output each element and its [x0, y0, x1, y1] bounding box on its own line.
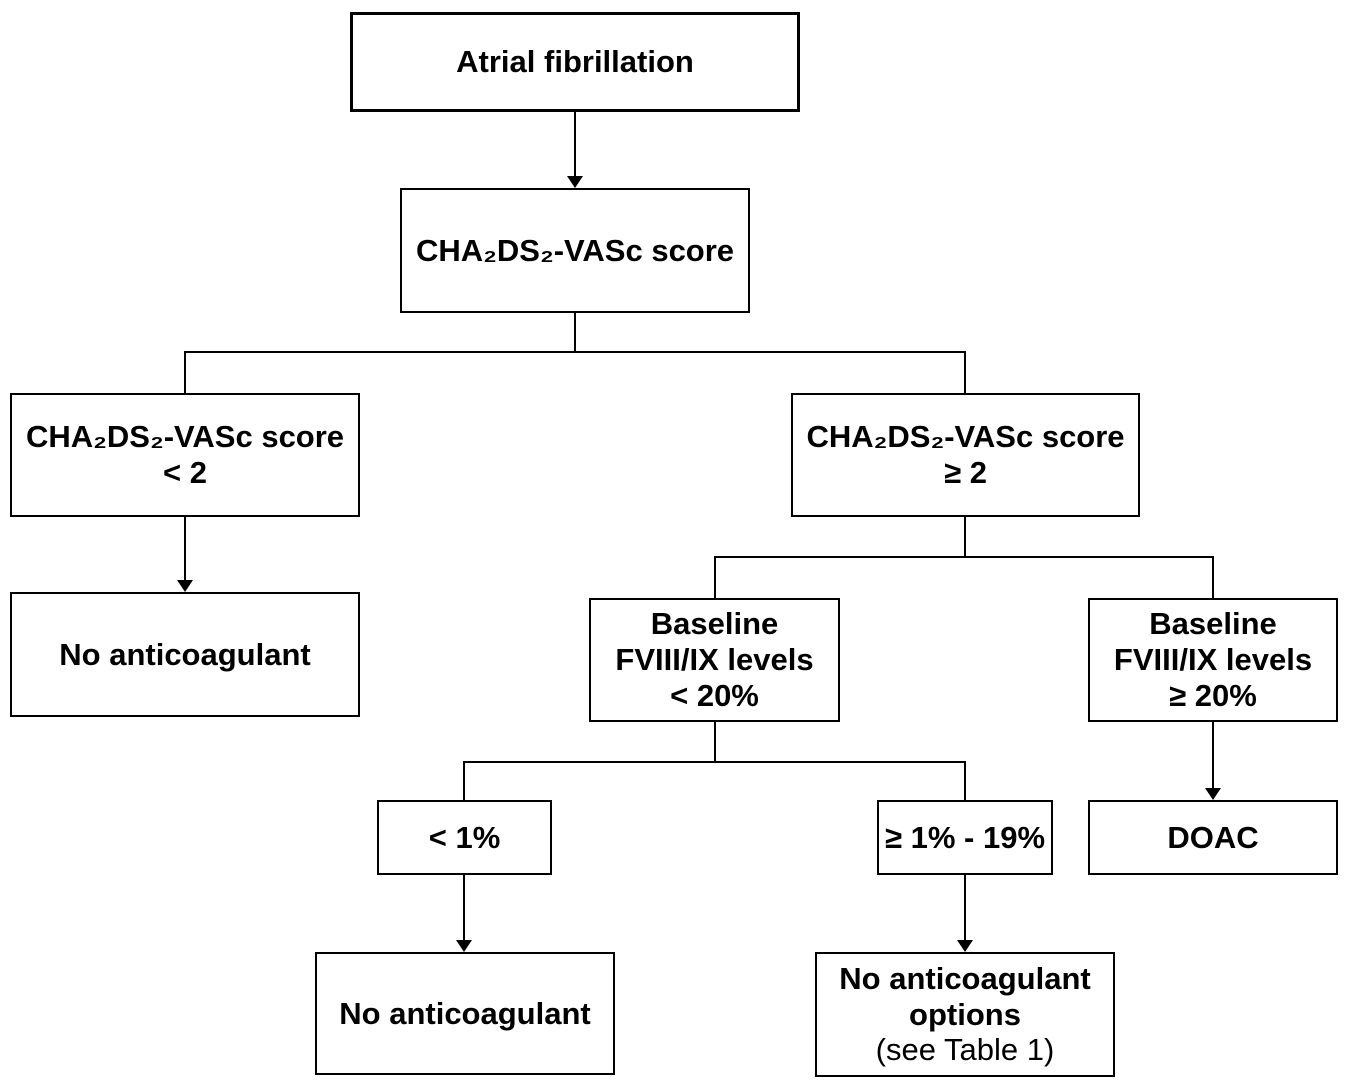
- arrowhead-af-score: [567, 176, 583, 188]
- node-lt1-percent-label: < 1%: [428, 819, 501, 855]
- node-no-anticoagulant-options-line1: No anticoagulant: [839, 960, 1091, 996]
- node-baseline-ge20: Baseline FVIII/IX levels ≥ 20%: [1088, 598, 1338, 722]
- node-no-anticoagulant-left: No anticoagulant: [10, 592, 360, 717]
- connector-ge1-19-options: [964, 875, 966, 940]
- node-chadsvasc-score-label: CHA₂DS₂-VASc score: [415, 232, 735, 268]
- node-atrial-fibrillation-label: Atrial fibrillation: [456, 44, 694, 80]
- node-chadsvasc-lt2-line2: < 2: [163, 455, 207, 490]
- arrowhead-lt2-noanticoag: [177, 580, 193, 592]
- arrowhead-lt1-noanticoag: [456, 940, 472, 952]
- node-ge1-19-percent-label: ≥ 1% - 19%: [884, 819, 1046, 855]
- arrowhead-ge1-19-options: [957, 940, 973, 952]
- connector-baseline-lt20-stub: [714, 722, 716, 763]
- node-chadsvasc-lt2-line1: CHA₂DS₂-VASc score: [25, 419, 345, 455]
- node-baseline-lt20-line3: < 20%: [670, 677, 759, 713]
- connector-baseline-branch-horizontal: [714, 556, 1214, 558]
- node-baseline-lt20-line1: Baseline: [650, 606, 779, 642]
- node-baseline-ge20-line2: FVIII/IX levels: [1113, 642, 1313, 678]
- node-baseline-ge20-line3: ≥ 20%: [1169, 677, 1257, 713]
- node-no-anticoagulant-bottom-label: No anticoagulant: [339, 995, 591, 1031]
- connector-score-stub: [574, 313, 576, 353]
- connector-branch-baseline-ge20: [1212, 556, 1214, 598]
- node-chadsvasc-ge2-line2: ≥ 2: [944, 455, 987, 490]
- node-baseline-lt20: Baseline FVIII/IX levels < 20%: [589, 598, 840, 722]
- node-lt1-percent: < 1%: [377, 800, 552, 875]
- connector-percent-branch-horizontal: [463, 761, 966, 763]
- node-ge1-19-percent: ≥ 1% - 19%: [877, 800, 1053, 875]
- node-atrial-fibrillation: Atrial fibrillation: [350, 12, 800, 112]
- node-no-anticoagulant-left-label: No anticoagulant: [59, 636, 311, 672]
- node-baseline-ge20-line1: Baseline: [1149, 606, 1277, 642]
- node-doac: DOAC: [1088, 800, 1338, 875]
- connector-branch-lt1: [463, 761, 465, 800]
- node-chadsvasc-ge2-line1: CHA₂DS₂-VASc score: [806, 419, 1125, 455]
- connector-lt1-noanticoag: [463, 875, 465, 940]
- connector-branch-baseline-lt20: [714, 556, 716, 598]
- node-baseline-lt20-line2: FVIII/IX levels: [615, 642, 814, 678]
- arrowhead-baseline-ge20-doac: [1205, 788, 1221, 800]
- node-no-anticoagulant-options-line2: options: [909, 996, 1021, 1032]
- connector-branch-lt2: [184, 351, 186, 393]
- node-no-anticoagulant-bottom: No anticoagulant: [315, 952, 615, 1075]
- connector-branch-ge2: [964, 351, 966, 393]
- node-no-anticoagulant-options-line3: (see Table 1): [875, 1032, 1055, 1068]
- node-chadsvasc-ge2: CHA₂DS₂-VASc score ≥ 2: [791, 393, 1140, 517]
- node-chadsvasc-score: CHA₂DS₂-VASc score: [400, 188, 750, 313]
- connector-lt2-noanticoag: [184, 517, 186, 582]
- connector-ge2-stub: [964, 517, 966, 558]
- node-no-anticoagulant-options: No anticoagulant options (see Table 1): [815, 952, 1115, 1077]
- connector-branch-ge1-19: [964, 761, 966, 800]
- node-doac-label: DOAC: [1167, 819, 1259, 855]
- connector-baseline-ge20-doac: [1212, 722, 1214, 788]
- connector-af-score: [574, 112, 576, 178]
- connector-score-branch-horizontal: [184, 351, 966, 353]
- node-chadsvasc-lt2: CHA₂DS₂-VASc score < 2: [10, 393, 360, 517]
